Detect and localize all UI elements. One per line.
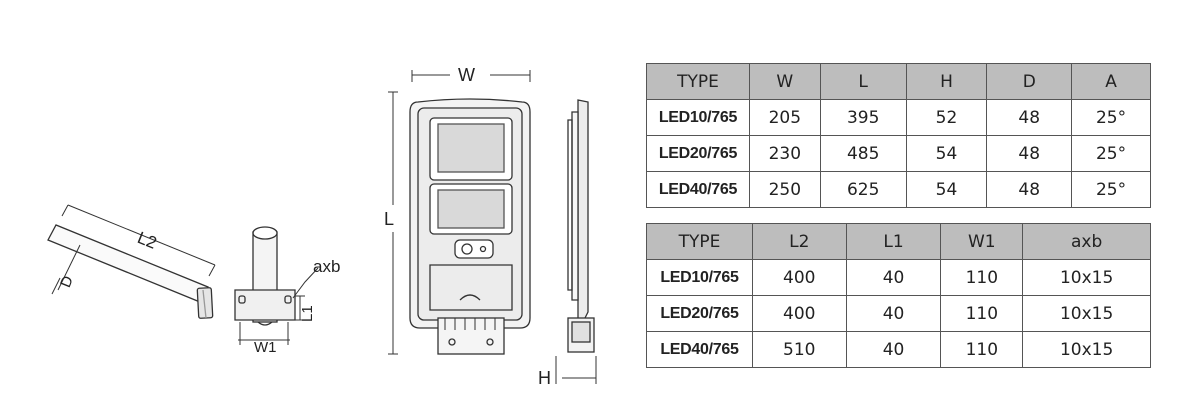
column-header-h: H	[905, 63, 988, 100]
lamp-side-view	[555, 99, 597, 384]
column-header-d: D	[986, 63, 1073, 100]
type-cell: LED20/765	[646, 295, 753, 332]
type-cell: LED40/765	[646, 331, 753, 368]
bracket-height-label: L1	[299, 305, 316, 322]
table-cell: 10x15	[1022, 331, 1151, 368]
table-cell: 48	[986, 99, 1073, 136]
column-header-axb: axb	[1022, 223, 1151, 260]
technical-drawing: L2 D axb W1 L1	[47, 65, 597, 388]
table-cell: 48	[986, 135, 1073, 172]
table-cell: 400	[751, 259, 847, 296]
table-cell: 54	[905, 171, 988, 208]
table-cell: 54	[905, 135, 988, 172]
table-row: LED10/765 205 395 52 48 25°	[646, 99, 1151, 136]
table-cell: 110	[940, 331, 1024, 368]
column-header-l: L	[819, 63, 907, 100]
bracket-width-label: W1	[254, 339, 277, 356]
column-header-w1: W1	[940, 223, 1024, 260]
width-label: W	[458, 65, 475, 85]
table-row: LED10/765 400 40 110 10x15	[646, 259, 1151, 296]
mount-table: TYPE L2 L1 W1 axb LED10/765 400 40 110 1…	[646, 223, 1151, 368]
table-header-row: TYPE W L H D A	[646, 63, 1151, 100]
length-label: L	[384, 209, 394, 229]
table-cell: 400	[751, 295, 847, 332]
bracket-length-label: L2	[135, 228, 160, 253]
type-cell: LED10/765	[646, 259, 753, 296]
table-row: LED40/765 510 40 110 10x15	[646, 331, 1151, 368]
type-cell: LED40/765	[646, 171, 750, 208]
table-cell: 10x15	[1022, 295, 1151, 332]
column-header-a: A	[1071, 63, 1151, 100]
type-cell: LED20/765	[646, 135, 750, 172]
lamp-front-view	[388, 70, 531, 355]
height-label: H	[538, 368, 551, 388]
table-cell: 205	[748, 99, 821, 136]
table-cell: 40	[845, 259, 942, 296]
column-header-l2: L2	[751, 223, 847, 260]
table-cell: 250	[748, 171, 821, 208]
table-cell: 395	[819, 99, 907, 136]
table-cell: 230	[748, 135, 821, 172]
table-cell: 25°	[1071, 171, 1151, 208]
table-cell: 485	[819, 135, 907, 172]
table-row: LED40/765 250 625 54 48 25°	[646, 171, 1151, 208]
table-cell: 25°	[1071, 99, 1151, 136]
mounting-arm	[47, 204, 216, 319]
table-cell: 40	[845, 331, 942, 368]
table-cell: 25°	[1071, 135, 1151, 172]
mounting-bracket	[234, 226, 319, 345]
column-header-w: W	[748, 63, 821, 100]
table-cell: 10x15	[1022, 259, 1151, 296]
hole-size-label: axb	[313, 257, 340, 276]
column-header-type: TYPE	[646, 223, 753, 260]
table-cell: 48	[986, 171, 1073, 208]
bracket-diameter-label: D	[57, 273, 77, 290]
table-cell: 52	[905, 99, 988, 136]
table-cell: 40	[845, 295, 942, 332]
table-row: LED20/765 400 40 110 10x15	[646, 295, 1151, 332]
type-cell: LED10/765	[646, 99, 750, 136]
table-cell: 510	[751, 331, 847, 368]
table-row: LED20/765 230 485 54 48 25°	[646, 135, 1151, 172]
table-header-row: TYPE L2 L1 W1 axb	[646, 223, 1151, 260]
column-header-l1: L1	[845, 223, 942, 260]
table-cell: 625	[819, 171, 907, 208]
column-header-type: TYPE	[646, 63, 750, 100]
table-cell: 110	[940, 259, 1024, 296]
dimensions-table: TYPE W L H D A LED10/765 205 395 52 48 2…	[646, 63, 1151, 208]
table-cell: 110	[940, 295, 1024, 332]
